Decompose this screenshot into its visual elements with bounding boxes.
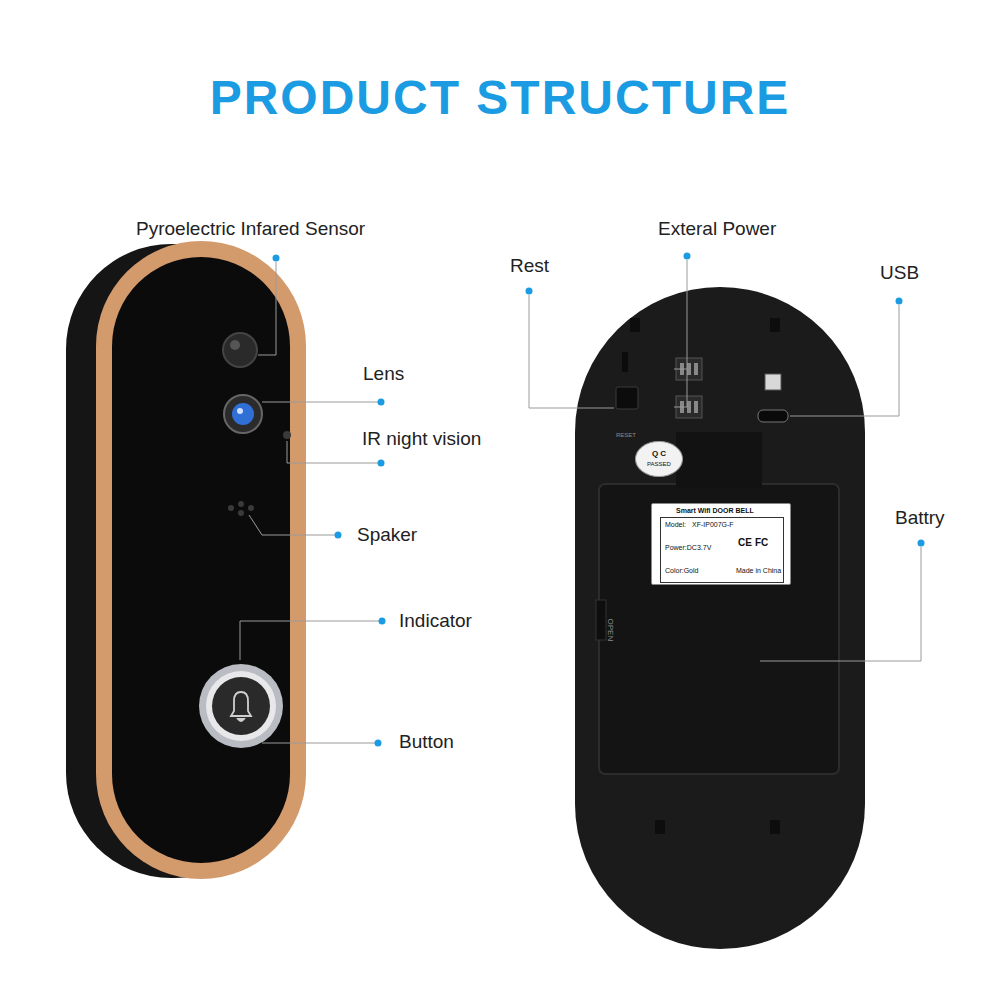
qc-text: Q C [636,449,682,458]
page-title: PRODUCT STRUCTURE [0,70,1000,125]
bell-button [212,677,270,735]
reset-mark: RESET [616,432,636,438]
sensor-shine [230,340,240,350]
speaker-holes [228,501,254,516]
power-terminal [676,358,702,418]
open-mark: OPEN [606,618,615,641]
indicator-ring [199,664,283,748]
qc-text: PASSED [636,461,682,467]
battery-cover [599,484,839,774]
label-text: XF-IP007G-F [692,521,734,528]
ir-led [283,431,291,439]
label-text: Power:DC3.7V [665,544,711,551]
part-name: Pyroelectric Infared Sensor [136,218,365,240]
label-text: Model: [665,521,686,528]
camera-lens [232,403,254,425]
bell-icon [231,692,251,721]
mount-slot [770,318,780,332]
part-name: Battry [895,507,945,529]
lens-shine [237,408,243,414]
part-name: Indicator [399,610,472,632]
usb-port [758,410,788,422]
part-name: Button [399,731,454,753]
gold-rim [96,241,306,879]
device-back [575,287,865,949]
light-sensor [765,374,781,390]
leader-dots [273,253,925,747]
qc-sticker: Q C PASSED [635,441,683,477]
reset-slot [622,352,628,372]
part-name: USB [880,262,919,284]
part-name: Exteral Power [658,218,776,240]
label-text: FC [755,537,768,548]
indicator-light [206,671,276,741]
part-name: IR night vision [362,428,481,450]
reset-button [616,387,638,409]
label-text: Made in China [736,567,781,574]
leader-lines [240,260,921,743]
lens-ring [224,395,262,433]
label-text: Smart Wifi DOOR BELL [676,507,754,514]
part-name: Lens [363,363,404,385]
device-face [112,257,290,863]
label-text: CE [738,537,752,548]
part-name: Spaker [357,524,417,546]
label-text: Color:Gold [665,567,698,574]
mount-slot [630,318,640,332]
rating-label: Smart Wifi DOOR BELL Model: XF-IP007G-F Pow… [651,503,791,585]
mount-slot [770,820,780,834]
part-name: Rest [510,255,549,277]
cover-latch [676,432,762,488]
cover-tab [596,600,606,640]
pir-sensor [223,333,257,367]
mount-slot [655,820,665,834]
